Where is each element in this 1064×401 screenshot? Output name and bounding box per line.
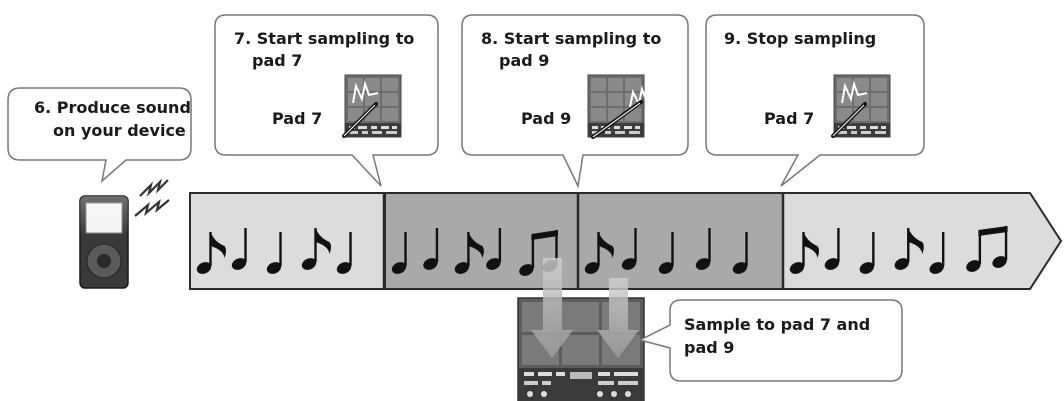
music-note-quarter bbox=[859, 232, 875, 274]
music-note-quarter bbox=[336, 232, 352, 274]
music-note-quarter bbox=[486, 228, 502, 270]
callout-7-line2: pad 7 bbox=[252, 51, 302, 70]
callout-step-7: 7. Start sampling to pad 7 Pad 7 bbox=[214, 14, 439, 187]
callout-step-9: 9. Stop sampling Pad 7 bbox=[705, 14, 925, 187]
music-note-eighth bbox=[196, 232, 226, 274]
timeline-segment-4-arrow bbox=[782, 192, 1063, 290]
callout-9-line1: 9. Stop sampling bbox=[724, 29, 876, 48]
pad-hit-spark-icon bbox=[841, 80, 868, 104]
music-note-quarter bbox=[824, 228, 840, 270]
callout-8-line1: 8. Start sampling to bbox=[481, 29, 661, 48]
music-note-quarter bbox=[423, 228, 439, 270]
pad-hit-spark-icon bbox=[629, 85, 655, 108]
timeline bbox=[189, 192, 1063, 290]
callout-step-8: 8. Start sampling to pad 9 Pad 9 bbox=[461, 14, 689, 189]
music-note-beamed-eighths bbox=[966, 226, 1008, 272]
music-note-quarter bbox=[266, 232, 282, 274]
callout-6-line1: 6. Produce sound bbox=[34, 98, 191, 117]
callout-7-pad-label: Pad 7 bbox=[272, 109, 322, 128]
callout-result: Sample to pad 7 and pad 9 bbox=[637, 299, 903, 382]
music-note-eighth bbox=[789, 232, 819, 274]
music-note-quarter bbox=[391, 232, 407, 274]
music-notes bbox=[196, 226, 1008, 276]
callout-8-line2: pad 9 bbox=[499, 51, 549, 70]
timeline-segment-1 bbox=[189, 192, 386, 290]
music-note-quarter bbox=[695, 228, 711, 270]
timeline-segment-3 bbox=[577, 192, 784, 290]
down-arrow-icon bbox=[597, 278, 639, 358]
music-note-quarter bbox=[929, 232, 945, 274]
music-note-quarter bbox=[621, 228, 637, 270]
callout-result-line2: pad 9 bbox=[684, 338, 734, 357]
callout-8-pad-label: Pad 9 bbox=[521, 109, 571, 128]
down-arrow-icon bbox=[531, 258, 573, 358]
callout-7-line1: 7. Start sampling to bbox=[234, 29, 414, 48]
media-player-icon bbox=[79, 195, 129, 289]
callout-9-pad-label: Pad 7 bbox=[764, 109, 814, 128]
callout-6-line2: on your device bbox=[53, 121, 186, 140]
music-note-quarter bbox=[732, 232, 748, 274]
music-note-quarter bbox=[658, 232, 674, 274]
music-note-quarter bbox=[231, 228, 247, 270]
music-note-eighth bbox=[584, 232, 614, 274]
music-note-eighth bbox=[894, 228, 924, 270]
callout-result-line1: Sample to pad 7 and bbox=[684, 315, 870, 334]
pad-hit-spark-icon bbox=[352, 80, 379, 104]
music-note-eighth bbox=[454, 232, 484, 274]
callout-step-6: 6. Produce sound on your device bbox=[7, 87, 192, 183]
sound-wave-icon bbox=[134, 178, 170, 217]
music-note-eighth bbox=[301, 228, 331, 270]
